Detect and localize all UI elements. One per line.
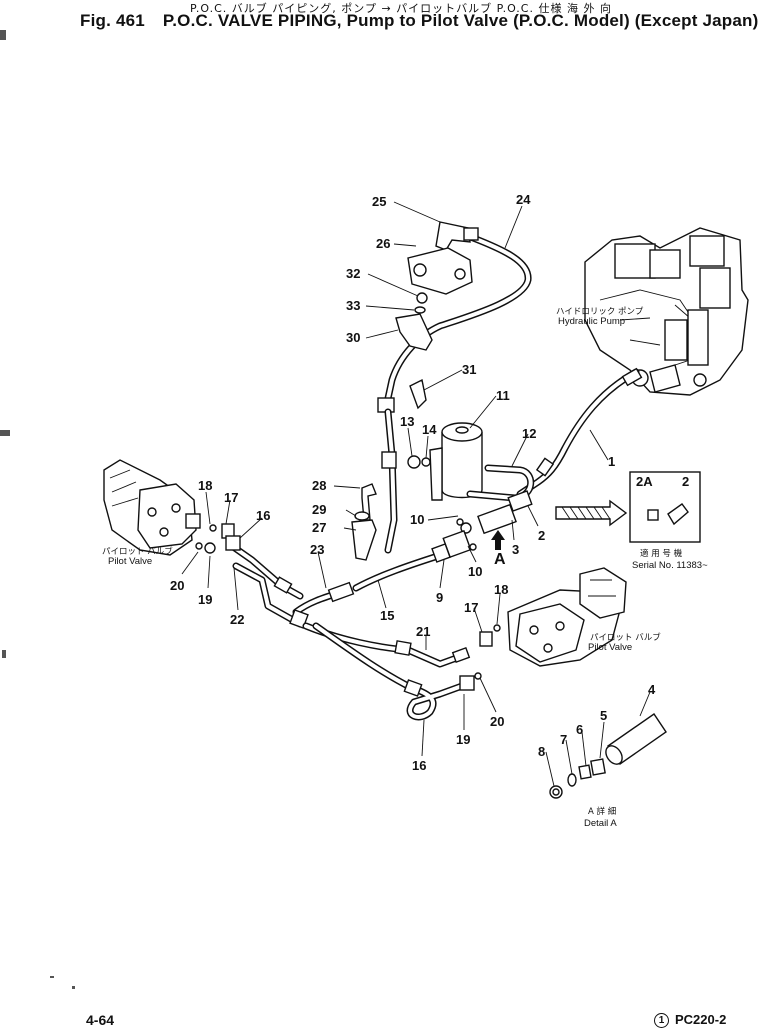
callout-19b: 19 — [456, 732, 470, 747]
callout-29: 29 — [312, 502, 326, 517]
callout-33: 33 — [346, 298, 360, 313]
callout-4: 4 — [648, 682, 656, 697]
circled-number: 1 — [654, 1013, 669, 1029]
callout-20a: 20 — [170, 578, 184, 593]
callout-17b: 17 — [464, 600, 478, 615]
model-name: PC220-2 — [675, 1012, 727, 1027]
callout-32: 32 — [346, 266, 360, 281]
callout-10b: 10 — [468, 564, 482, 579]
callout-28: 28 — [312, 478, 326, 493]
model-code: 1 PC220-2 — [654, 1012, 727, 1029]
pilot-valve-right-label-jp: パイロット バルブ — [590, 632, 661, 643]
detail-label-en: Detail A — [584, 818, 617, 829]
callout-16b: 16 — [412, 758, 426, 773]
callout-31: 31 — [462, 362, 476, 377]
hydraulic-pump-label-en: Hydraulic Pump — [558, 316, 625, 327]
callout-15: 15 — [380, 608, 394, 623]
callout-19a: 19 — [198, 592, 212, 607]
callout-5: 5 — [600, 708, 607, 723]
pilot-valve-left-label-en: Pilot Valve — [108, 556, 152, 567]
callout-14: 14 — [422, 422, 437, 437]
pilot-valve-right-label-en: Pilot Valve — [588, 642, 632, 653]
callout-17a: 17 — [224, 490, 238, 505]
figure-number: Fig. 461 — [80, 11, 145, 30]
callout-12: 12 — [522, 426, 536, 441]
detail-a — [549, 713, 667, 799]
pilot-valve-left-label-jp: パイロット バルブ — [102, 546, 173, 557]
callout-2a: 2 — [538, 528, 545, 543]
callout-8: 8 — [538, 744, 545, 759]
hydraulic-pump-label-jp: ハイドロリック ポンプ — [556, 307, 644, 317]
callout-10a: 10 — [410, 512, 424, 527]
callout-22: 22 — [230, 612, 244, 627]
callout-20b: 20 — [490, 714, 504, 729]
callout-9: 9 — [436, 590, 443, 605]
serial-label-en: Serial No. 11383~ — [632, 560, 708, 571]
callout-25: 25 — [372, 194, 386, 209]
callout-30: 30 — [346, 330, 360, 345]
figure-caption: P.O.C. VALVE PIPING, Pump to Pilot Valve… — [162, 11, 759, 30]
callout-2A: 2A — [636, 474, 653, 489]
callout-24: 24 — [516, 192, 531, 207]
callout-18b: 18 — [494, 582, 508, 597]
hydraulic-pump — [584, 227, 749, 396]
callout-7: 7 — [560, 732, 567, 747]
callout-2b: 2 — [682, 474, 689, 489]
page-number: 4-64 — [86, 1012, 115, 1028]
pilot-valve-right — [507, 567, 627, 667]
japanese-title: P.O.C. バルブ パイピング, ポンプ → パイロットバルブ P.O.C. … — [190, 2, 612, 15]
callout-16a: 16 — [256, 508, 270, 523]
detail-label-jp: A 詳 細 — [588, 806, 616, 817]
callout-numbers: 25 24 26 32 33 30 31 11 13 14 12 1 28 29… — [170, 192, 689, 773]
callout-27: 27 — [312, 520, 326, 535]
serial-label-jp: 適 用 号 機 — [640, 548, 683, 559]
callout-26: 26 — [376, 236, 390, 251]
pilot-valve-left — [103, 459, 201, 556]
callout-18a: 18 — [198, 478, 212, 493]
figure-title: Fig. 461 P.O.C. VALVE PIPING, Pump to Pil… — [80, 11, 767, 31]
callout-6: 6 — [576, 722, 583, 737]
view-arrow-label: A — [494, 551, 506, 568]
callout-1: 1 — [608, 454, 615, 469]
callout-21: 21 — [416, 624, 430, 639]
callout-11: 11 — [496, 388, 510, 403]
callout-23: 23 — [310, 542, 324, 557]
filter — [429, 422, 483, 501]
callout-3: 3 — [512, 542, 519, 557]
callout-13: 13 — [400, 414, 414, 429]
